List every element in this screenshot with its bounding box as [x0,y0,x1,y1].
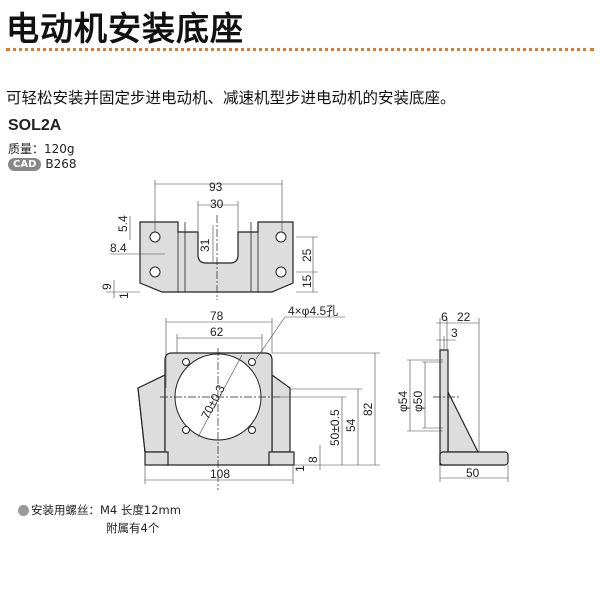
dim-78: 78 [210,309,224,323]
title-divider [6,48,594,51]
dim-31: 31 [198,238,212,252]
dim-8: 8 [306,456,320,463]
dim-30: 30 [210,197,224,211]
dim-93: 93 [209,180,223,194]
dim-15: 15 [300,274,314,288]
dim-62: 62 [210,325,224,339]
dim-108: 108 [210,467,230,481]
dim-50: 50±0.5 [328,409,342,446]
dim-8-4: 8.4 [110,241,127,255]
dim-phi54: φ54 [396,391,410,412]
side-view: 6 22 3 φ54 φ50 50 [396,310,509,482]
dim-22: 22 [457,310,471,324]
front-view: 78 62 4×φ4.5孔 70±0.3 50±0.5 54 82 8 1 10… [137,304,380,490]
page-title: 电动机安装底座 [6,9,244,48]
dim-3: 3 [451,326,458,340]
dim-1-front: 1 [293,465,307,472]
dim-50-side: 50 [466,466,480,480]
model-name: SOL2A [8,117,62,134]
cad-badge: CAD [8,157,42,171]
top-view: 93 30 31 5.4 8.4 25 15 9 1 [100,180,318,300]
bullet-icon [18,504,29,516]
screw-note: 附属有4个 [106,521,160,535]
dim-9: 9 [100,283,114,290]
dim-phi50: φ50 [411,391,425,412]
dim-1: 1 [117,292,131,299]
mass-text: 质量：120g [8,142,75,156]
dim-82: 82 [361,402,375,416]
dim-5-4: 5.4 [116,215,130,232]
cad-code[interactable]: B268 [45,157,77,171]
dim-holes: 4×φ4.5孔 [288,304,338,318]
dim-25: 25 [300,248,314,262]
dim-6: 6 [441,310,448,324]
screw-info: 安装用螺丝：M4 长度12mm [18,502,181,518]
dim-54: 54 [344,418,358,432]
screw-label: 安装用螺丝：M4 长度12mm [31,503,181,517]
description: 可轻松安装并固定步进电动机、减速机型步进电动机的安装底座。 [6,89,456,107]
